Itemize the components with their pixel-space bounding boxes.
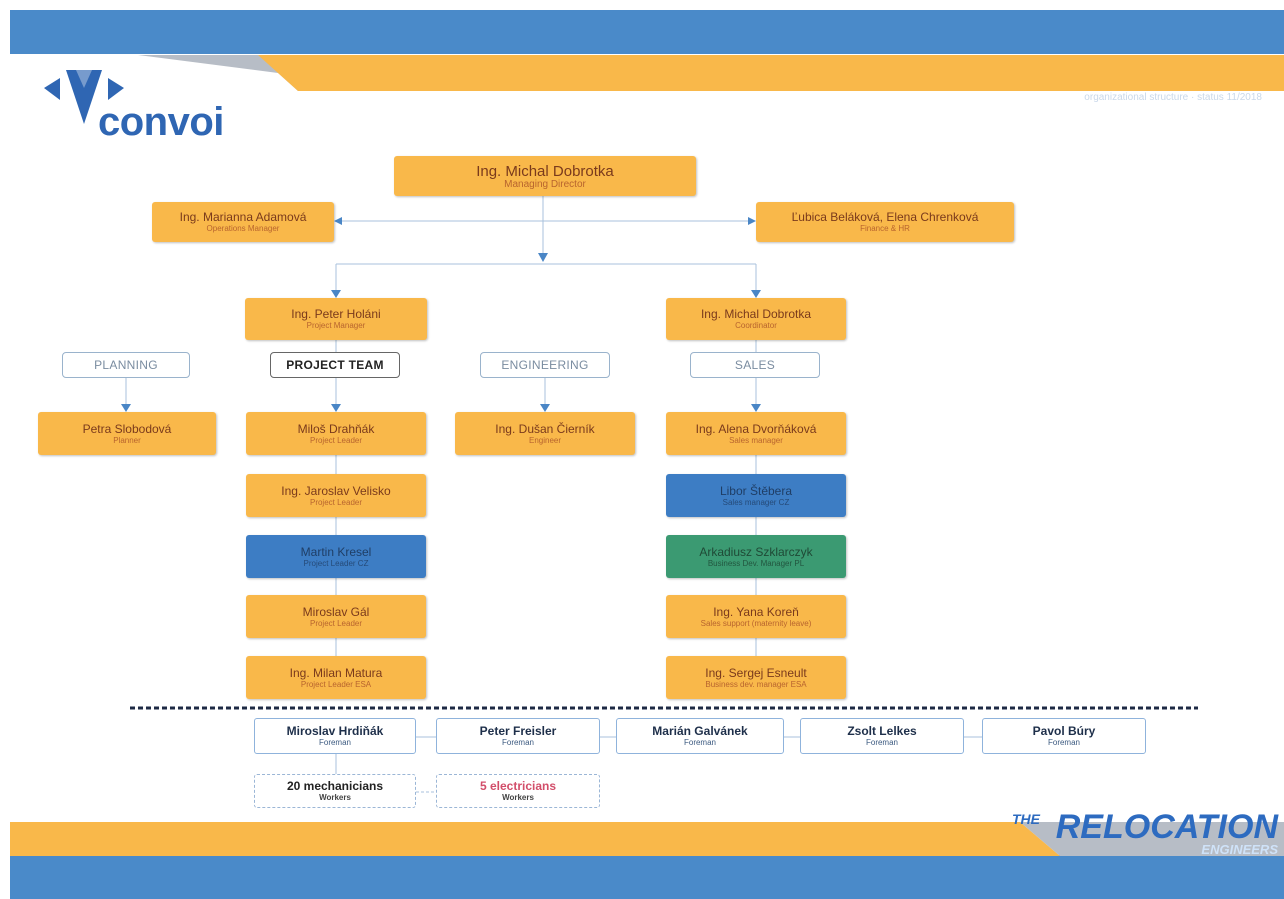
node-role: Finance & HR: [860, 224, 910, 233]
node-project-leader: Miroslav Gál Project Leader: [246, 595, 426, 638]
node-project-leader-esa: Ing. Milan Matura Project Leader ESA: [246, 656, 426, 699]
footer-stripe: [10, 822, 1284, 856]
footer-band: [10, 855, 1284, 899]
node-name: Martin Kresel: [300, 544, 372, 559]
node-role: Foreman: [683, 738, 716, 747]
convoi-logo-icon: [44, 70, 124, 124]
node-role: Sales manager CZ: [722, 497, 790, 507]
footer-brand-engineers: ENGINEERS: [1201, 842, 1278, 857]
node-role: Project Leader ESA: [300, 679, 372, 689]
node-sales-manager-cz: Libor Štěbera Sales manager CZ: [666, 474, 846, 517]
node-name: Ing. Dušan Čierník: [495, 421, 595, 436]
footer-brand-relocation: RELOCATION: [1055, 808, 1278, 846]
node-role: Business dev. manager ESA: [705, 679, 807, 689]
node-role: Project Manager: [306, 321, 366, 330]
node-foreman: Zsolt Lelkes Foreman: [800, 718, 964, 754]
node-role: Foreman: [1047, 738, 1080, 747]
node-project-manager: Ing. Peter Holáni Project Manager: [245, 298, 427, 340]
node-operations-manager: Ing. Marianna Adamová Operations Manager: [152, 202, 334, 242]
node-name: Ing. Michal Dobrotka: [476, 162, 614, 180]
dept-engineering: ENGINEERING: [480, 352, 610, 378]
node-name: Ing. Milan Matura: [289, 665, 383, 680]
node-role: Coordinator: [735, 321, 777, 330]
node-project-leader: Ing. Jaroslav Velisko Project Leader: [246, 474, 426, 517]
node-name: Petra Slobodová: [82, 421, 172, 436]
node-name: Ing. Sergej Esneult: [705, 665, 807, 680]
node-name: Ing. Peter Holáni: [291, 307, 381, 321]
node-role: Managing Director: [504, 178, 586, 190]
node-role: Sales manager: [729, 435, 783, 445]
node-role: Workers: [502, 793, 534, 802]
node-engineer: Ing. Dušan Čierník Engineer: [455, 412, 635, 455]
node-role: Foreman: [865, 738, 898, 747]
node-name: Miloš Drahňák: [297, 421, 375, 436]
node-name: Marián Galvánek: [652, 724, 748, 738]
node-foreman: Marián Galvánek Foreman: [616, 718, 784, 754]
node-planner: Petra Slobodová Planner: [38, 412, 216, 455]
header-stripe: [138, 55, 1284, 91]
dept-project-team: PROJECT TEAM: [270, 352, 400, 378]
node-name: Miroslav Hrdiňák: [286, 724, 384, 738]
node-name: Ing. Alena Dvorňáková: [695, 421, 817, 436]
node-role: Project Leader: [309, 497, 363, 507]
node-name: Pavol Búry: [1032, 724, 1096, 738]
node-role: Foreman: [318, 738, 351, 747]
node-name: Peter Freisler: [479, 724, 557, 738]
node-name: Libor Štěbera: [719, 483, 793, 498]
node-name: Ing. Michal Dobrotka: [700, 307, 812, 321]
node-role: Project Leader: [309, 618, 363, 628]
node-role: Operations Manager: [206, 224, 280, 233]
node-name: Ľubica Beláková, Elena Chrenková: [791, 210, 979, 224]
node-name: 5 electricians: [479, 779, 557, 793]
footer-brand-the: THE: [1012, 811, 1040, 827]
dept-planning: PLANNING: [62, 352, 190, 378]
node-name: 20 mechanicians: [286, 779, 384, 793]
node-managing-director: Ing. Michal Dobrotka Managing Director: [394, 156, 696, 196]
node-name: Zsolt Lelkes: [847, 724, 917, 738]
node-role: Project Leader CZ: [303, 558, 369, 568]
node-business-dev-esa: Ing. Sergej Esneult Business dev. manage…: [666, 656, 846, 699]
node-business-dev-pl: Arkadiusz Szklarczyk Business Dev. Manag…: [666, 535, 846, 578]
node-workers-mechanicians: 20 mechanicians Workers: [254, 774, 416, 808]
node-foreman: Peter Freisler Foreman: [436, 718, 600, 754]
node-role: Business Dev. Manager PL: [707, 558, 805, 568]
header-band: [10, 10, 1284, 54]
node-project-leader: Miloš Drahňák Project Leader: [246, 412, 426, 455]
status-line: organizational structure · status 11/201…: [1084, 92, 1262, 103]
node-role: Planner: [113, 435, 141, 445]
node-role: Project Leader: [309, 435, 363, 445]
node-role: Engineer: [528, 435, 562, 445]
node-role: Foreman: [501, 738, 534, 747]
node-workers-electricians: 5 electricians Workers: [436, 774, 600, 808]
node-name: Ing. Yana Koreň: [713, 604, 799, 619]
node-role: Sales support (maternity leave): [700, 618, 812, 628]
node-role: Workers: [319, 793, 351, 802]
node-sales-support: Ing. Yana Koreň Sales support (maternity…: [666, 595, 846, 638]
node-name: Ing. Jaroslav Velisko: [281, 483, 391, 498]
node-sales-manager: Ing. Alena Dvorňáková Sales manager: [666, 412, 846, 455]
node-foreman: Pavol Búry Foreman: [982, 718, 1146, 754]
logo-text: convoi: [98, 100, 224, 144]
node-foreman: Miroslav Hrdiňák Foreman: [254, 718, 416, 754]
node-finance-hr: Ľubica Beláková, Elena Chrenková Finance…: [756, 202, 1014, 242]
dept-sales: SALES: [690, 352, 820, 378]
node-name: Miroslav Gál: [302, 604, 370, 619]
node-coordinator: Ing. Michal Dobrotka Coordinator: [666, 298, 846, 340]
node-name: Ing. Marianna Adamová: [179, 210, 307, 224]
node-project-leader-cz: Martin Kresel Project Leader CZ: [246, 535, 426, 578]
node-name: Arkadiusz Szklarczyk: [699, 544, 813, 559]
